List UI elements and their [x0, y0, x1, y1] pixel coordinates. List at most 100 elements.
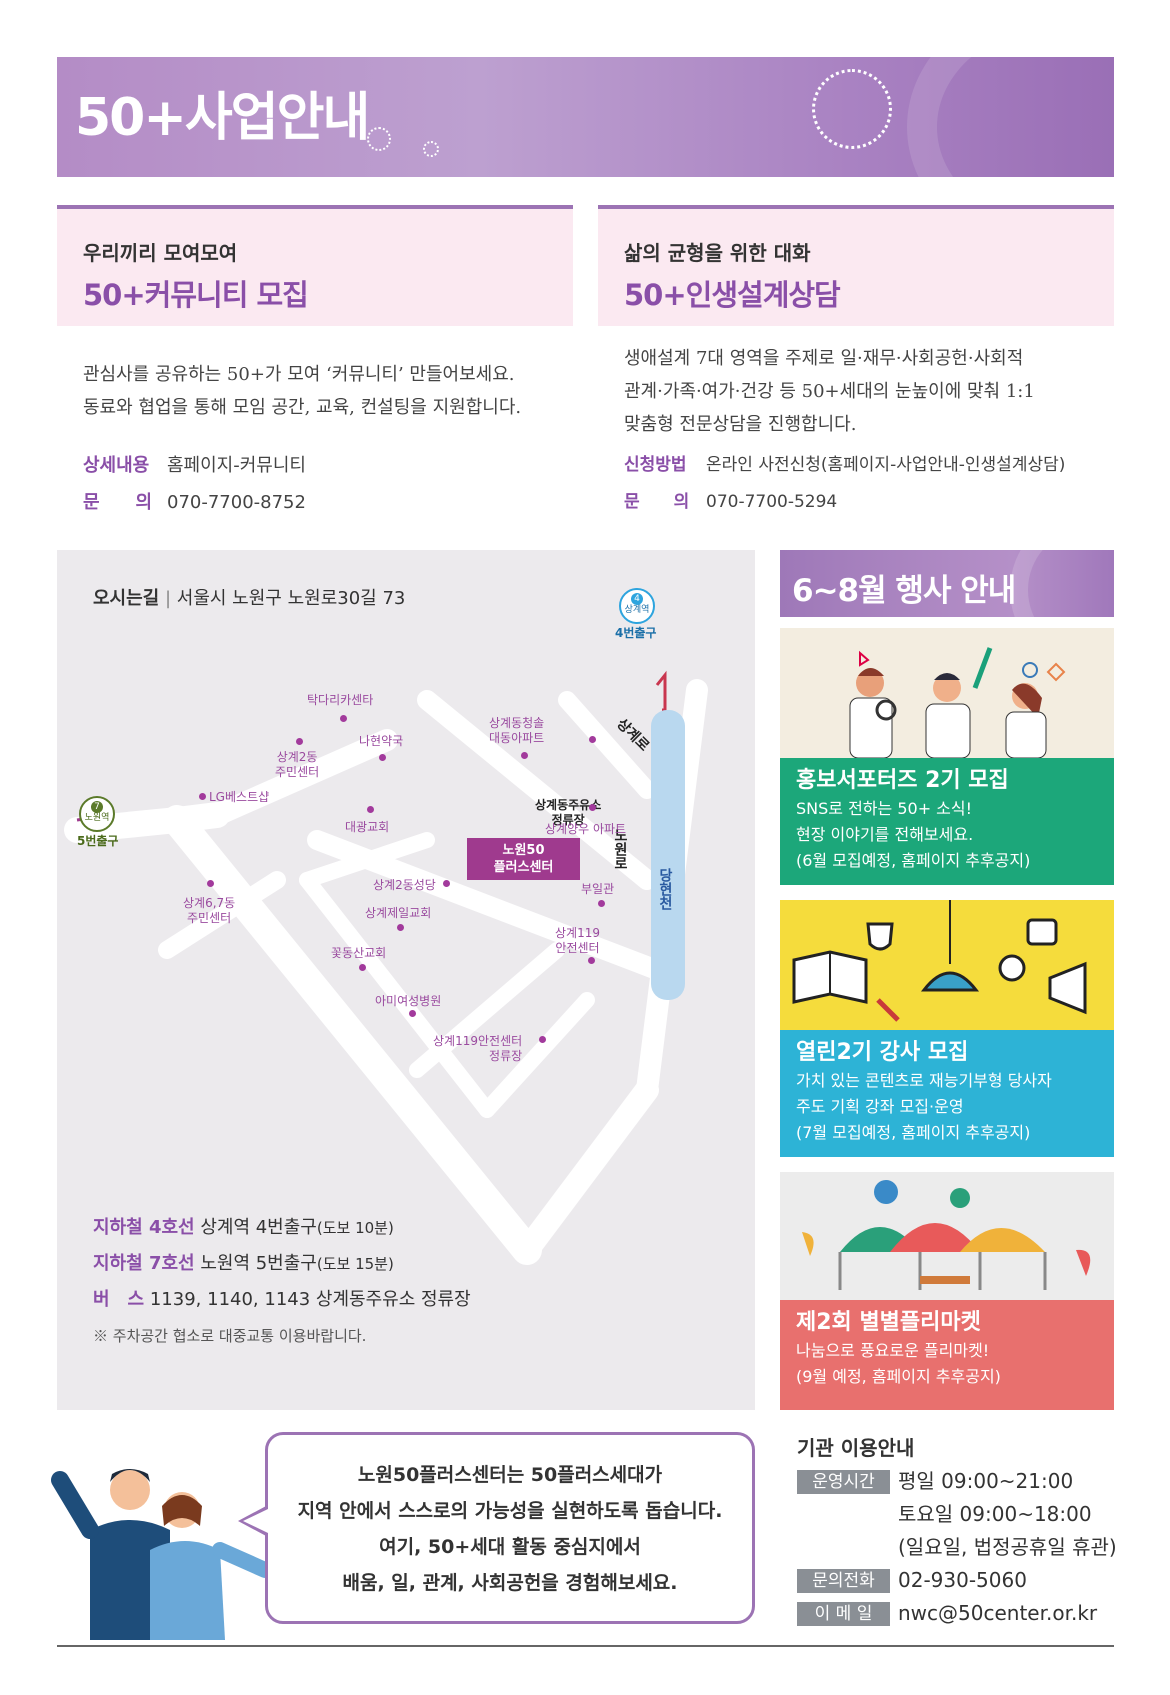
institution-heading: 기관 이용안내	[797, 1436, 915, 1460]
detail-label: 상세내용	[83, 455, 150, 476]
parking-note: ※ 주차공간 협소로 대중교통 이용바랍니다.	[93, 1327, 367, 1345]
nowon50-center-marker: 노원50 플러스센터	[467, 838, 580, 880]
counsel-desc-line: 맞춤형 전문상담을 진행합니다.	[624, 414, 857, 435]
community-desc-line: 동료와 협업을 통해 모임 공간, 교육, 컨설팅을 지원합니다.	[83, 397, 522, 418]
community-subtitle: 우리끼리 모여모여	[83, 241, 238, 265]
line7-value: 노원역 5번출구	[200, 1253, 317, 1274]
bubble-line: 배움, 일, 관계, 사회공헌을 경험해보세요.	[342, 1572, 678, 1594]
event-title: 열린2기 강사 모집	[796, 1040, 969, 1065]
address: 서울시 노원구 노원로30길 73	[176, 588, 406, 609]
place-name: 주민센터	[275, 765, 320, 779]
community-info: 상세내용 홈페이지-커뮤니티 문 의 070-7700-8752	[83, 447, 583, 521]
people-cheering-icon	[849, 647, 1066, 758]
event-title: 제2회 별별플리마켓	[796, 1310, 981, 1335]
event-card-supporters: 홍보서포터즈 2기 모집 SNS로 전하는 50+ 소식! 현장 이야기를 전해…	[780, 628, 1114, 885]
community-card: 우리끼리 모여모여 50+커뮤니티 모집	[57, 205, 573, 326]
community-title: 50+커뮤니티 모집	[83, 278, 309, 312]
bubble-line: 노원50플러스센터는 50플러스세대가	[357, 1464, 663, 1486]
event-title: 홍보서포터즈 2기 모집	[796, 768, 1009, 793]
map-dot	[443, 880, 450, 887]
line7-label: 지하철 7호선	[93, 1253, 195, 1274]
event-line: (6월 모집예정, 홈페이지 추후공지)	[796, 851, 1031, 870]
wave-decoration	[907, 57, 1114, 177]
event-line: SNS로 전하는 50+ 소식!	[796, 799, 973, 818]
bus-stop-name: 정류장	[551, 813, 585, 827]
phone-number[interactable]: 02-930-5060	[898, 1568, 1027, 1592]
community-desc-line: 관심사를 공유하는 50+가 모여 ‘커뮤니티’ 만들어보세요.	[83, 364, 515, 385]
instructor-illustration	[780, 900, 1114, 1030]
map-dot	[359, 964, 366, 971]
apply-label: 신청방법	[624, 455, 687, 475]
counsel-title: 50+인생설계상담	[624, 278, 841, 312]
event-card-fleamarket: 제2회 별별플리마켓 나눔으로 풍요로운 플리마켓! (9월 예정, 홈페이지 …	[780, 1172, 1114, 1410]
map-place: 대광교회	[345, 820, 390, 834]
wave-decoration	[1010, 550, 1114, 617]
map-place: 꽃동산교회	[331, 946, 387, 960]
counsel-description: 생애설계 7대 영역을 주제로 일·재무·사회공헌·사회적 관계·가족·여가·건…	[624, 342, 1114, 441]
place-name: 상계119안전센터	[433, 1034, 523, 1048]
place-name: 상계119	[555, 926, 600, 940]
place-name: 안전센터	[555, 941, 600, 955]
stream-label: 당현천	[657, 868, 673, 910]
detail-value: 홈페이지-커뮤니티	[167, 455, 306, 476]
event-line: 나눔으로 풍요로운 플리마켓!	[796, 1341, 990, 1360]
bus-label: 버 스	[93, 1289, 145, 1310]
map-place: LG베스트샵	[209, 790, 270, 804]
event-line: (7월 모집예정, 홈페이지 추후공지)	[796, 1123, 1031, 1142]
map-dot	[397, 924, 404, 931]
event-card-instructor: 열린2기 강사 모집 가치 있는 콘텐츠로 재능기부형 당사자 주도 기획 강좌…	[780, 900, 1114, 1157]
map-dot	[340, 715, 347, 722]
map-dot	[199, 793, 206, 800]
road-label: 노원로	[612, 828, 628, 870]
place-name: 상계2동	[276, 750, 318, 764]
event-line: 주도 기획 강좌 모집·운영	[796, 1097, 964, 1116]
station-name: 상계역	[624, 605, 650, 615]
map-dot	[588, 957, 595, 964]
market-tents-icon	[802, 1180, 1091, 1290]
email-tag: 이 메 일	[797, 1602, 890, 1626]
map-dot	[409, 1010, 416, 1017]
map-dot	[379, 754, 386, 761]
bus-value: 1139, 1140, 1143 상계동주유소 정류장	[149, 1289, 471, 1310]
bubble-line: 지역 안에서 스스로의 가능성을 실현하도록 돕습니다.	[297, 1500, 723, 1522]
email-address[interactable]: nwc@50center.or.kr	[898, 1601, 1098, 1625]
bus-stop-name: 상계동주유소	[535, 798, 602, 812]
place-name: 주민센터	[187, 911, 232, 925]
fleamarket-illustration	[780, 1172, 1114, 1300]
station-name: 노원역	[84, 813, 110, 823]
station-exit: 5번출구	[77, 834, 119, 848]
center-message-bubble: 노원50플러스센터는 50플러스세대가 지역 안에서 스스로의 가능성을 실현하…	[265, 1432, 755, 1624]
place-name: 상계6,7동	[183, 896, 236, 910]
contact-label: 문 의	[624, 492, 690, 512]
map-roads	[64, 670, 708, 1265]
map-dot	[598, 900, 605, 907]
book-trophy-lamp-icon	[792, 900, 1087, 1022]
tiny-dotted-circle-decoration	[423, 141, 439, 157]
contact-phone[interactable]: 070-7700-8752	[167, 492, 306, 513]
bubble-line: 여기, 50+세대 활동 중심지에서	[379, 1536, 641, 1558]
center-label-line2: 플러스센터	[493, 860, 554, 875]
dotted-circle-decoration	[812, 69, 892, 149]
map-place: 나현약국	[359, 734, 404, 748]
address-line: 오시는길 | 서울시 노원구 노원로30길 73	[93, 588, 406, 609]
contact-label: 문 의	[83, 492, 153, 513]
section-header-banner: 50+사업안내	[57, 57, 1114, 177]
two-people-illustration	[51, 1469, 273, 1640]
events-title: 6~8월 행사 안내	[792, 573, 1016, 609]
map-dot	[589, 736, 596, 743]
line7-badge: 7	[91, 801, 103, 813]
line7-walk: (도보 15분)	[316, 1255, 394, 1273]
map-dot	[296, 738, 303, 745]
place-name: 대동아파트	[489, 731, 545, 745]
contact-phone[interactable]: 070-7700-5294	[706, 492, 838, 512]
hours-saturday: 토요일 09:00~18:00	[898, 1502, 1092, 1526]
bubble-tail-inner	[243, 1509, 268, 1533]
place-name: 상계동청솔	[489, 716, 545, 730]
